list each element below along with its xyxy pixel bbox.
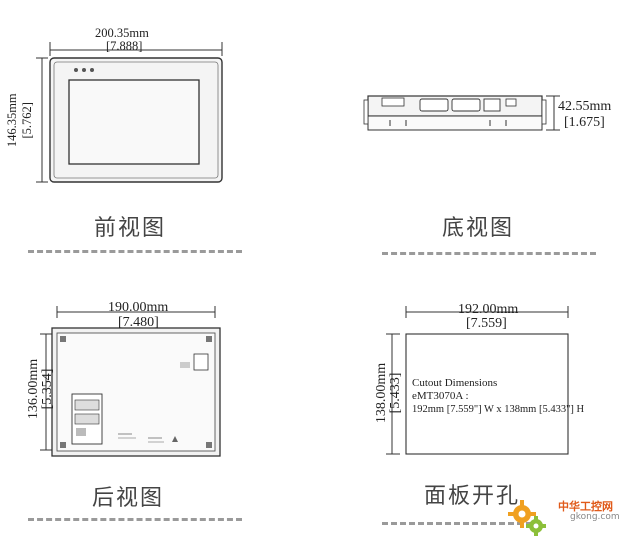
cutout-height-in: [5.433]	[388, 372, 403, 414]
bottom-view: 42.55mm [1.675] 底视图	[320, 0, 640, 270]
bottom-view-divider	[382, 252, 596, 255]
rear-view-caption: 后视图	[92, 486, 165, 511]
front-view: 200.35mm [7.888] 146.35mm [5.762] 前视图	[0, 0, 320, 270]
bottom-view-drawing	[363, 95, 560, 131]
gear-icon	[508, 500, 546, 536]
bottom-view-caption: 底视图	[442, 216, 515, 241]
cutout-view: 192.00mm [7.559] 138.00mm [5.433] Cutout…	[320, 270, 640, 550]
bottom-depth-in: [1.675]	[564, 115, 605, 130]
rear-view-drawing	[40, 306, 221, 457]
cutout-model: eMT3070A :	[412, 390, 469, 402]
cutout-width-mm: 192.00mm	[458, 302, 519, 317]
rear-view: 190.00mm [7.480] 136.00mm [5.354] 后视图	[0, 270, 320, 550]
cutout-spec: 192mm [7.559"] W x 138mm [5.433"] H	[412, 404, 585, 415]
watermark: 中华工控网 gkong.com	[506, 490, 640, 542]
watermark-brand: 中华工控网	[558, 500, 613, 513]
front-view-drawing	[36, 42, 223, 183]
cutout-height-mm: 138.00mm	[374, 362, 389, 424]
front-height-in: [5.762]	[19, 102, 34, 139]
rear-view-divider	[28, 518, 242, 521]
front-height-mm: 146.35mm	[4, 93, 19, 148]
watermark-site: gkong.com	[570, 512, 620, 522]
rear-width-in: [7.480]	[118, 315, 159, 330]
front-view-caption: 前视图	[94, 216, 167, 241]
rear-width-mm: 190.00mm	[108, 300, 169, 315]
bottom-depth-mm: 42.55mm	[558, 99, 612, 114]
rear-height-mm: 136.00mm	[26, 358, 41, 420]
cutout-width-in: [7.559]	[466, 316, 507, 331]
rear-height-in: [5.354]	[40, 368, 55, 410]
cutout-view-drawing	[386, 306, 569, 455]
cutout-title: Cutout Dimensions	[412, 377, 498, 389]
cutout-view-divider	[382, 522, 532, 525]
front-width-mm: 200.35mm	[95, 26, 149, 40]
front-view-divider	[28, 250, 242, 253]
front-width-in: [7.888]	[106, 39, 143, 53]
cutout-view-caption: 面板开孔	[424, 484, 521, 509]
